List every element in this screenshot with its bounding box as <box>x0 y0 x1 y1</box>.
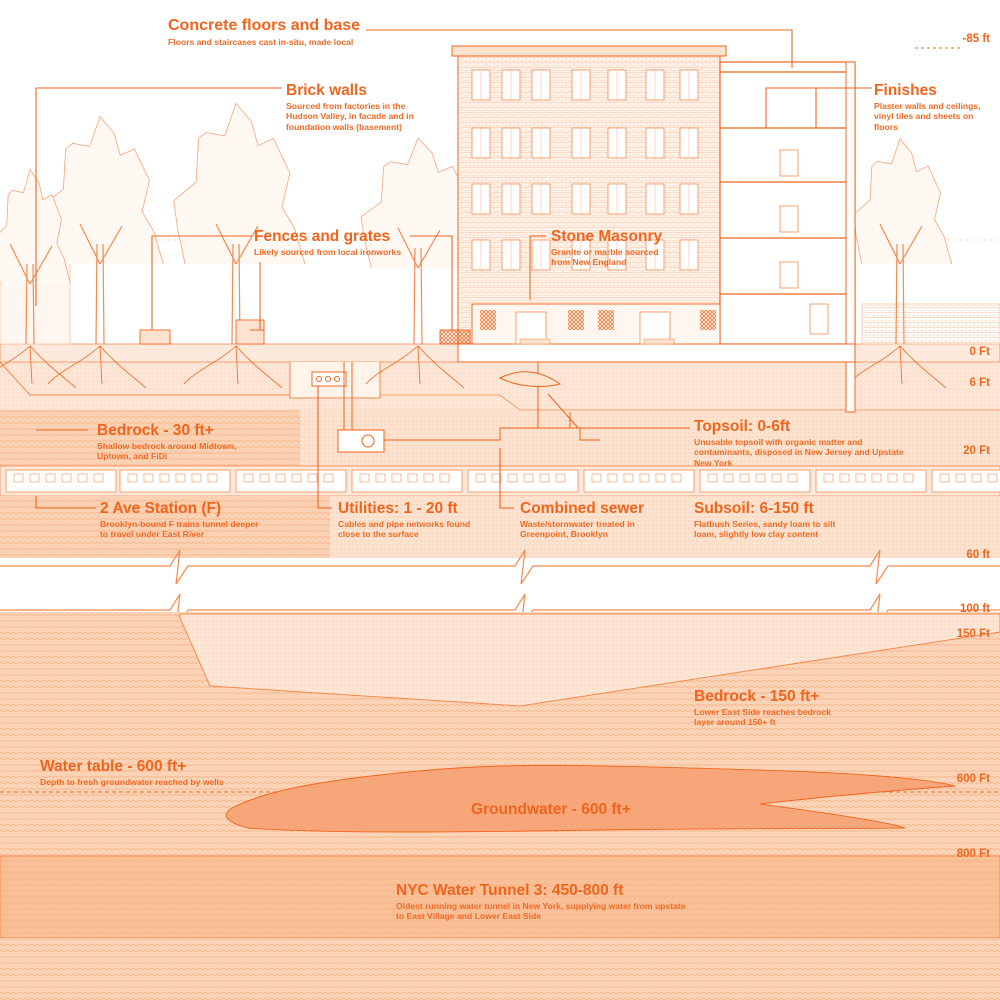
main-building <box>451 45 856 413</box>
label-title: NYC Water Tunnel 3: 450-800 ft <box>396 882 624 899</box>
depth-marker-100: 100 ft <box>959 603 990 615</box>
tree <box>0 168 77 389</box>
label-desc: Likely sourced from local ironworks <box>254 247 402 258</box>
depth-marker-60: 60 ft <box>966 549 990 561</box>
label-title: Bedrock - 150 ft+ <box>694 688 820 705</box>
label-desc: Sourced from factories in the Hudson Val… <box>286 101 414 132</box>
label-title: Stone Masonry <box>551 228 663 245</box>
label-2-ave-station: 2 Ave Station (F) Brooklyn-bound F train… <box>100 500 260 540</box>
label-subsoil: Subsoil: 6-150 ft Flatbush Series, sandy… <box>694 500 854 540</box>
label-desc: Granite or marble sourced from New Engla… <box>551 247 659 268</box>
train-car <box>931 469 1000 493</box>
label-title: Topsoil: 0-6ft <box>694 418 791 435</box>
label-title: Bedrock - 30 ft+ <box>97 422 214 439</box>
depth-marker-20: 20 Ft <box>963 445 990 457</box>
label-desc: Oldest running water tunnel in New York,… <box>396 901 686 922</box>
label-desc: Lower East Side reaches bedrock layer ar… <box>694 707 832 728</box>
depth-marker-800: 800 Ft <box>956 848 990 860</box>
fences <box>139 319 471 345</box>
label-title: Brick walls <box>286 82 367 99</box>
label-title: Water table - 600 ft+ <box>40 758 187 775</box>
label-desc: Cables and pipe networks found close to … <box>338 519 471 540</box>
train-car <box>467 469 579 493</box>
depth-marker-0: 0 Ft <box>969 346 990 358</box>
label-stone-masonry: Stone Masonry Granite or marble sourced … <box>551 228 671 268</box>
label-title: Subsoil: 6-150 ft <box>694 500 814 517</box>
label-combined-sewer: Combined sewer Waste/stormwater treated … <box>520 500 660 540</box>
train-car <box>5 469 117 493</box>
label-desc: Waste/stormwater treated in Greenpoint, … <box>520 519 635 540</box>
utility-pipes <box>311 362 600 453</box>
label-concrete-floors: Concrete floors and base Floors and stai… <box>168 17 360 47</box>
depth-marker-6: 6 Ft <box>969 377 990 389</box>
label-desc: Unusable topsoil with organic matter and… <box>694 437 904 468</box>
label-title: Combined sewer <box>520 500 645 517</box>
label-title: Utilities: 1 - 20 ft <box>338 500 458 517</box>
label-desc: Brooklyn-bound F trains tunnel deeper to… <box>100 519 259 540</box>
label-water-table: Water table - 600 ft+ Depth to fresh gro… <box>40 758 280 787</box>
train-car <box>235 469 347 493</box>
break-line-60 <box>0 549 1000 585</box>
label-title: Fences and grates <box>254 228 391 245</box>
depth-marker-150: 150 Ft <box>956 628 990 640</box>
tree <box>173 102 306 389</box>
train-car <box>119 469 231 493</box>
train-car <box>583 469 695 493</box>
subway-trains <box>5 469 1000 493</box>
label-groundwater: Groundwater - 600 ft+ <box>471 801 631 818</box>
label-title: Concrete floors and base <box>168 17 361 34</box>
label-bedrock-30: Bedrock - 30 ft+ Shallow bedrock around … <box>97 422 237 462</box>
train-car <box>699 469 811 493</box>
label-title: 2 Ave Station (F) <box>100 500 222 517</box>
label-desc: Plaster walls and ceilings, vinyl tiles … <box>874 101 981 132</box>
tree <box>42 115 164 389</box>
label-title: Groundwater - 600 ft+ <box>471 801 631 818</box>
label-desc: Flatbush Series, sandy loam to silt loam… <box>694 519 836 540</box>
train-car <box>351 469 463 493</box>
label-desc: Floors and staircases cast in-situ, made… <box>168 36 354 47</box>
street-trees <box>0 102 953 389</box>
tree <box>847 137 953 389</box>
label-title: Finishes <box>874 82 937 99</box>
label-fences-grates: Fences and grates Likely sourced from lo… <box>254 228 401 257</box>
label-bedrock-150: Bedrock - 150 ft+ Lower East Side reache… <box>694 688 844 728</box>
train-car <box>815 469 927 493</box>
depth-marker-600: 600 Ft <box>956 773 990 785</box>
label-brick-walls: Brick walls Sourced from factories in th… <box>286 82 426 132</box>
label-desc: Shallow bedrock around Midtown, Uptown, … <box>97 441 237 462</box>
label-desc: Depth to fresh groundwater reached by we… <box>40 777 224 788</box>
label-water-tunnel-3: NYC Water Tunnel 3: 450-800 ft Oldest ru… <box>396 882 696 922</box>
label-finishes: Finishes Plaster walls and ceilings, vin… <box>874 82 990 132</box>
label-utilities: Utilities: 1 - 20 ft Cables and pipe net… <box>338 500 478 540</box>
leader-lines <box>35 29 872 509</box>
label-topsoil: Topsoil: 0-6ft Unusable topsoil with org… <box>694 418 922 468</box>
groundwater-body <box>225 764 956 833</box>
depth-marker-neg85: -85 ft <box>962 33 990 45</box>
